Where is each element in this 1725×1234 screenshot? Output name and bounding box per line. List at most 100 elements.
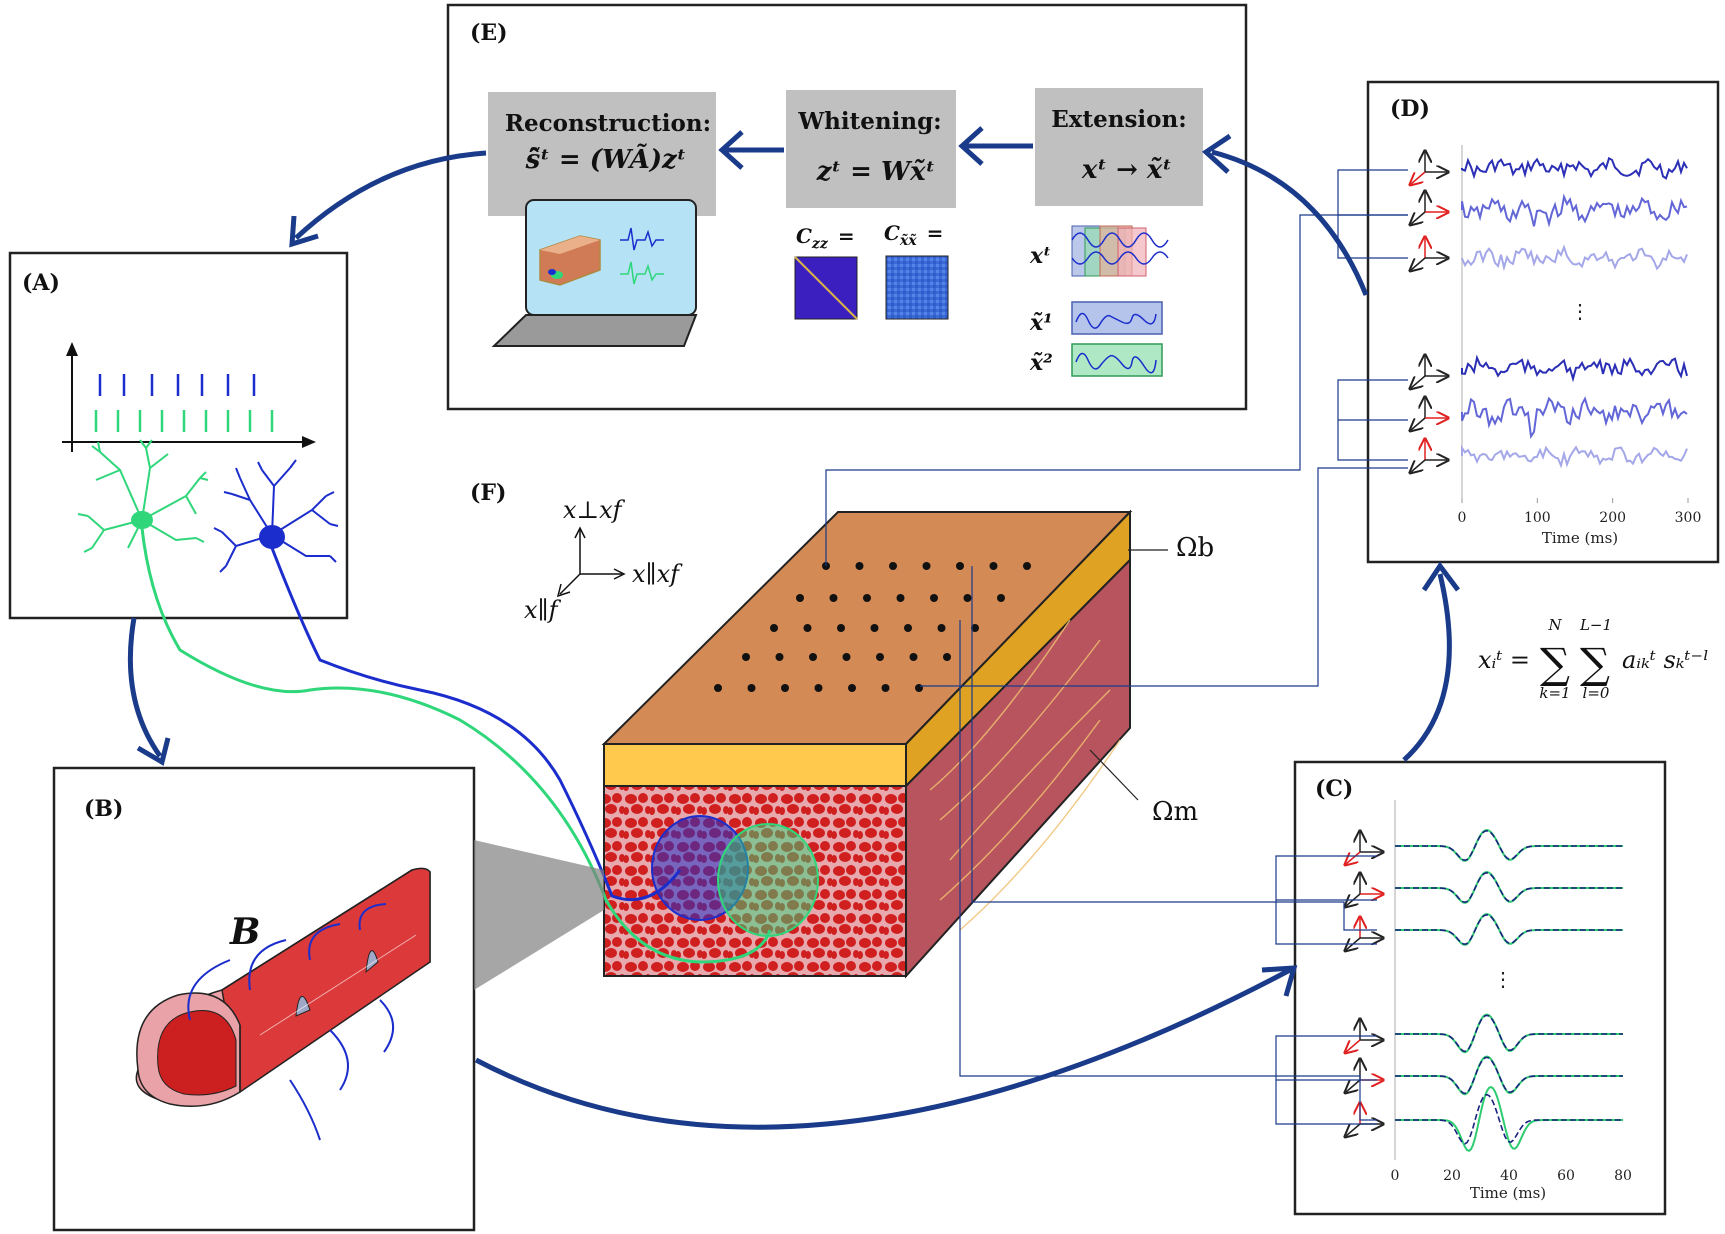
arrow-a-to-b [127,617,163,758]
omega-m-pointer [1089,749,1139,801]
panel-c-tick: 0 [1391,1168,1400,1184]
axis-par-f-label: x∥f [524,596,562,624]
flow-arrows [127,133,1460,1130]
electrode-axis-icon [1346,1020,1382,1052]
electrode [837,624,845,632]
reconstruction-title: Reconstruction: [505,110,711,137]
arrowhead-extension-to-whitening [958,126,984,166]
electrode [915,684,923,692]
electrode-axis-icons [1346,152,1447,1136]
emg-trace [1461,156,1688,180]
sum-k-top: N [1547,616,1562,634]
electrode-grid [714,562,1031,692]
electrode [742,653,750,661]
electrode [963,594,972,602]
x1-signal [1075,312,1157,329]
electrode [870,624,879,632]
x2-label: x̃² [1029,350,1053,376]
panel-c-label: (C) [1315,776,1353,802]
electrode [747,684,756,692]
muap-blue-dashed [1395,913,1623,946]
panel-c-tick: 20 [1443,1168,1461,1184]
electrode-axis-icon [1346,832,1382,864]
extension-title: Extension: [1051,106,1186,133]
spike-train-blue [98,374,256,396]
laptop-icon [491,199,698,347]
cxx-matrix [885,255,949,320]
sum-k-bottom: k=1 [1539,684,1570,702]
blue-motor-neuron [213,459,339,573]
arrowhead-whitening-to-reconstruction [718,130,744,170]
reconstruction-box [488,92,716,216]
arrowhead-c-to-d [1421,561,1460,592]
arrow-b-to-c [474,967,1292,1130]
electrode-axis-icon [1411,440,1447,472]
emg-trace [1461,354,1688,383]
green-axon [140,527,772,964]
electrode [997,594,1005,602]
fat-layer-front [603,743,907,787]
zoom-cone [474,840,604,990]
arrow-e-to-a [294,150,487,240]
muap-blue-dashed [1395,1093,1623,1145]
electrode [770,624,778,632]
arrowhead-b-to-c [1261,965,1298,997]
whitening-equation: zᵗ = Wx̃ᵗ [816,157,936,187]
blue-axon [270,547,682,902]
x1-label: x̃¹ [1029,310,1053,336]
electrode-axis-icon [1411,152,1447,184]
panel-b-label: (B) [84,796,123,822]
sum-k-symbol: ∑ [1540,639,1570,688]
electrode [930,594,938,602]
emg-trace [1461,244,1688,272]
electrode [922,562,931,570]
electrode [881,684,890,692]
whitening-title: Whitening: [797,108,941,135]
electrode [829,594,838,602]
panel-d-tick: 100 [1524,510,1551,526]
axis-par-xf-label: x∥xf [632,560,683,588]
panel-d-xlabel: Time (ms) [1542,529,1618,547]
emg-trace [1461,396,1688,440]
electrode [863,594,871,602]
electrode [904,624,912,632]
x1-window [1071,301,1163,335]
panel-d-label: (D) [1390,96,1430,122]
panel-d-frame [1366,80,1720,564]
muap-blue-dashed [1395,1056,1623,1095]
panel-e-label: (E) [470,20,508,46]
czz-label: Czz= [796,224,855,252]
panel-c-ellipsis: ⋮ [1493,967,1513,991]
electrode [943,653,951,661]
arrowhead-a-to-b [136,737,171,766]
muap-blue-dashed [1395,1014,1623,1053]
fiber-coordinate-axes [556,526,626,598]
panel-c-tick: 80 [1614,1168,1632,1184]
panel-a-y-arrowhead [66,342,78,356]
arrowhead-e-to-a [289,215,319,248]
omega-m-label: Ωm [1152,797,1198,827]
electrode-axis-icon [1411,238,1447,270]
xt-label: xᵗ [1029,243,1051,269]
axis-perp-label: x⊥xf [563,496,626,524]
panel-d-ellipsis: ⋮ [1570,299,1590,323]
panel-f-label: (F) [470,480,506,506]
sum-l-bottom: l=0 [1583,684,1610,702]
electrode [796,594,804,602]
electrode-axis-icon [1411,356,1447,388]
mixing-term: aᵢₖᵗ sₖᵗ⁻ˡ [1622,646,1709,674]
green-motor-unit-territory [717,823,819,937]
electrode [889,562,897,570]
sum-l-top: L−1 [1579,616,1612,634]
electrode-axis-icon [1411,192,1447,224]
x2-window [1071,343,1163,377]
panel-c-tick: 40 [1500,1168,1518,1184]
sum-l-symbol: ∑ [1580,639,1610,688]
czz-diagonal [794,256,858,320]
x2-signal [1075,352,1157,374]
electrode [842,653,851,661]
